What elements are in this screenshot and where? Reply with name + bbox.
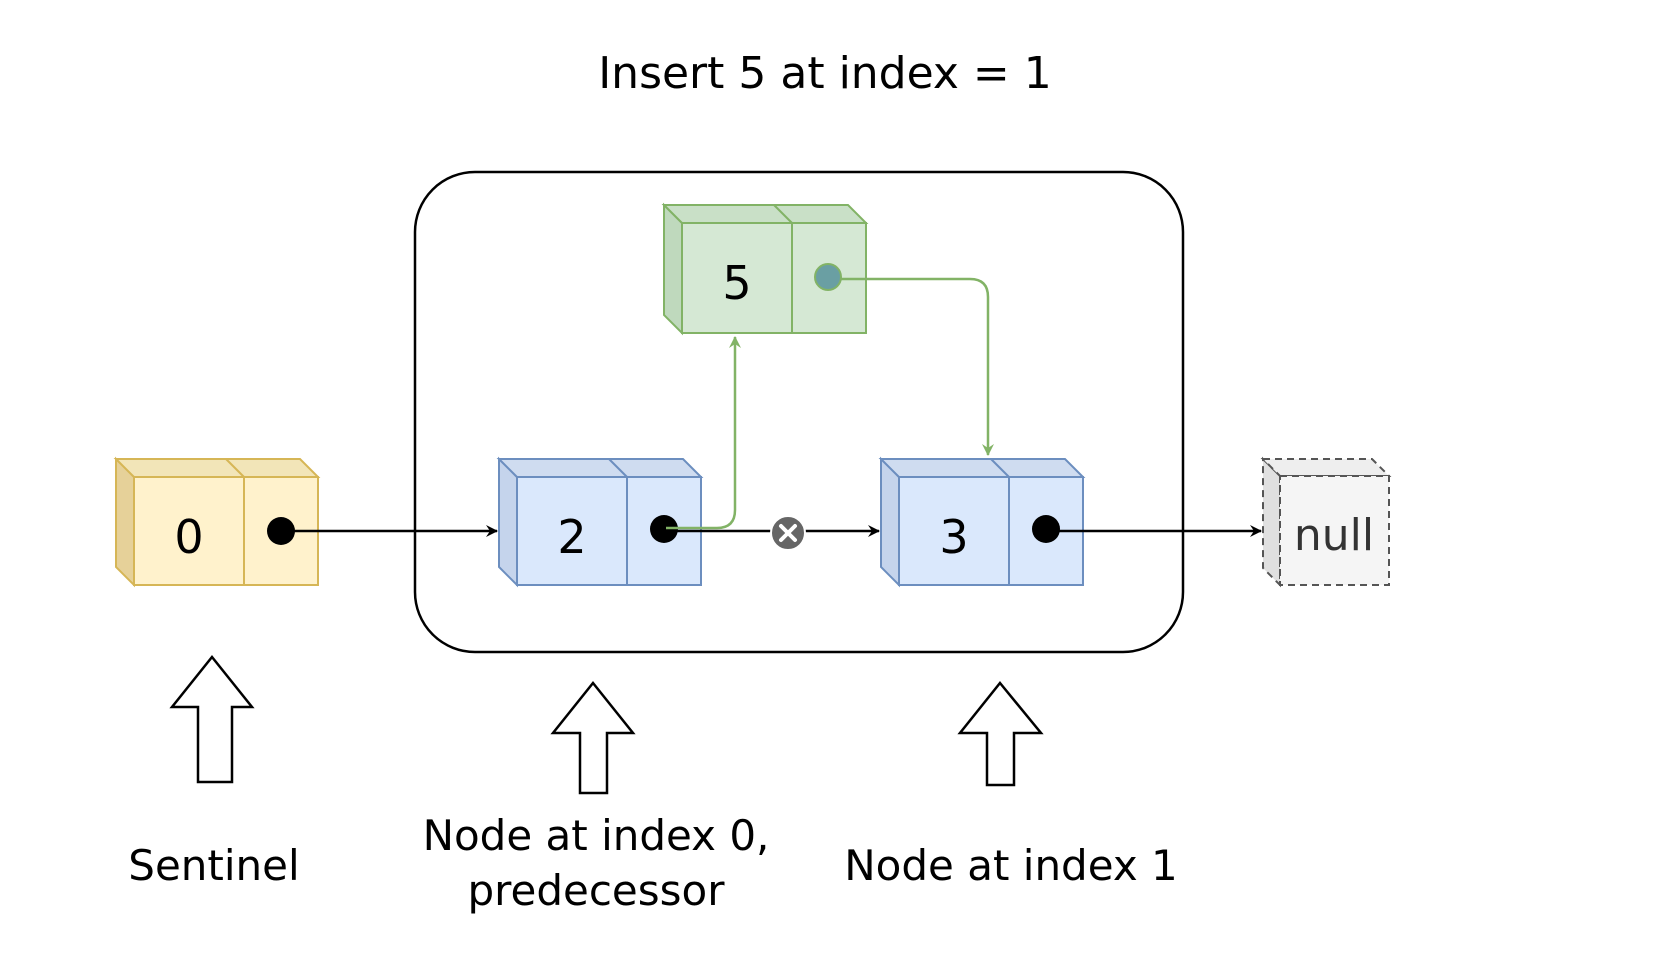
new-node-pointer-dot (814, 263, 842, 291)
predecessor-pointer-dot (650, 515, 678, 543)
predecessor-to-new-node-arrow (666, 336, 741, 530)
successor-node: 3 (878, 456, 1086, 588)
null-node: null (1260, 456, 1392, 588)
new-node: 5 (661, 202, 869, 336)
diagram-title: Insert 5 at index = 1 (598, 48, 1052, 99)
predecessor-node-value: 2 (557, 510, 586, 564)
predecessor-node: 2 (496, 456, 704, 588)
predecessor-label-line1: Node at index 0, (423, 811, 770, 860)
successor-label: Node at index 1 (844, 841, 1178, 890)
insertion-region-box (413, 170, 1185, 654)
predecessor-up-arrow-icon (550, 680, 636, 795)
x-circle-icon (770, 515, 806, 551)
predecessor-label-line2: predecessor (467, 866, 725, 915)
null-node-label: null (1294, 510, 1374, 561)
successor-up-arrow-icon (957, 681, 1044, 787)
successor-node-value: 3 (939, 510, 968, 564)
sentinel-up-arrow-icon (169, 654, 255, 784)
sentinel-node-value: 0 (174, 510, 203, 564)
successor-pointer-dot (1032, 515, 1060, 543)
new-node-value: 5 (722, 256, 751, 310)
new-node-to-successor-arrow (841, 277, 994, 456)
sentinel-node: 0 (113, 456, 321, 588)
sentinel-label: Sentinel (128, 841, 299, 890)
